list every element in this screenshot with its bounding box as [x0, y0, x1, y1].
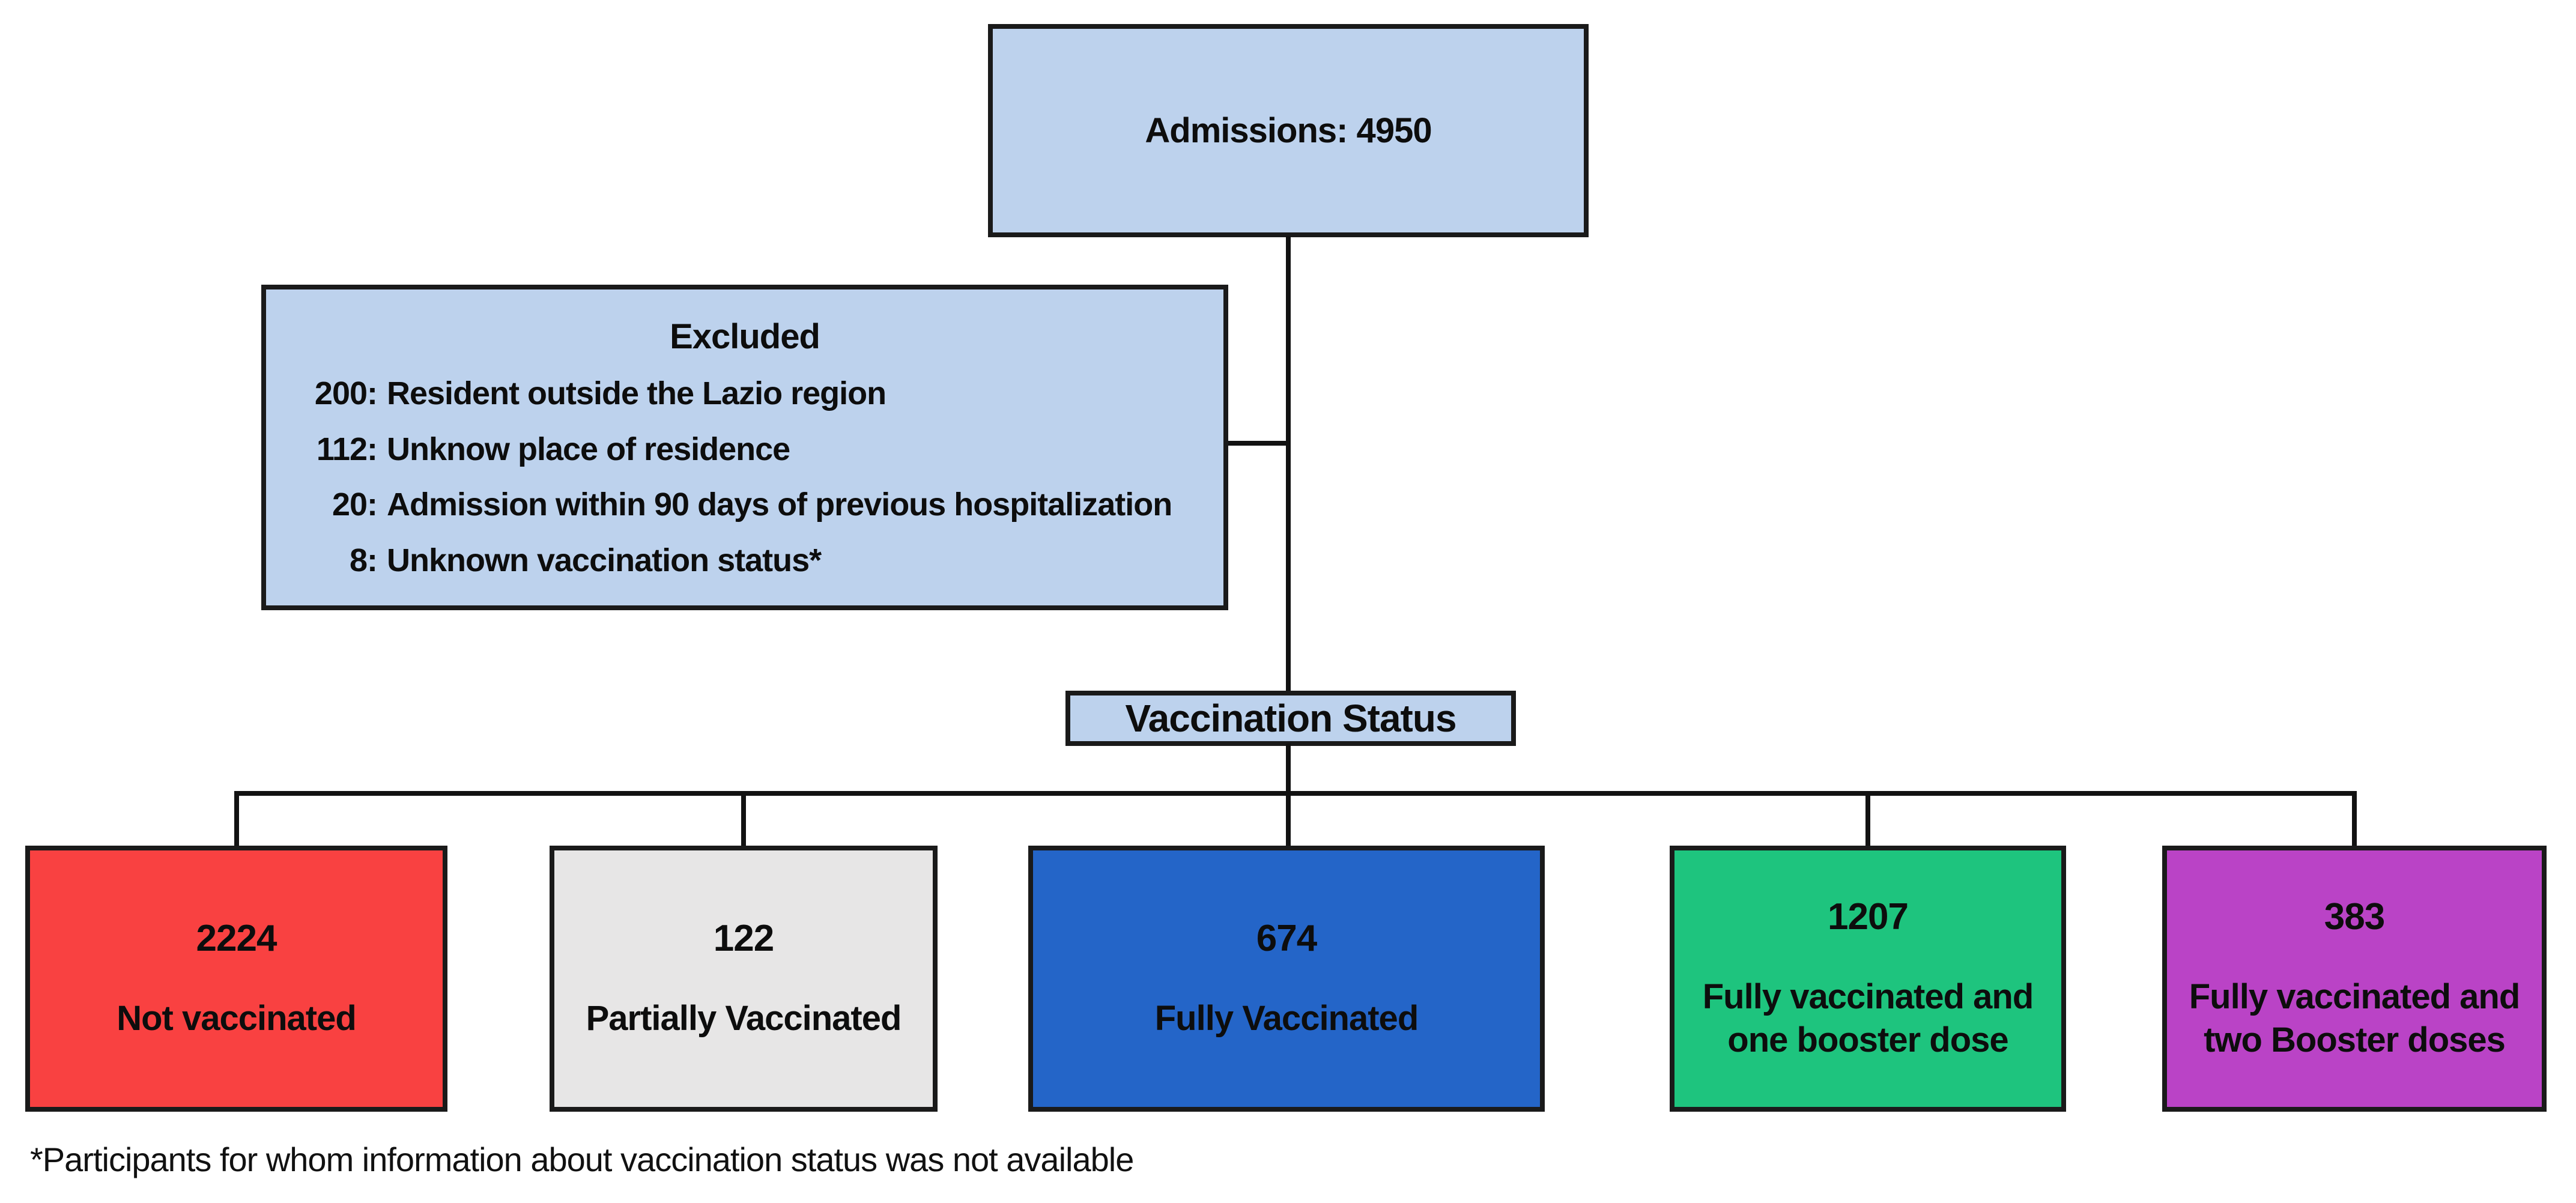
footnote: *Participants for whom information about… [30, 1141, 1134, 1178]
connector-drop-fully-vaccinated [1286, 791, 1291, 849]
outcome-count: 1207 [1828, 895, 1909, 938]
excluded-item-label: Resident outside the Lazio region [387, 375, 886, 411]
vaccination-status-box: Vaccination Status [1065, 691, 1516, 746]
outcome-label: Partially Vaccinated [586, 998, 902, 1038]
outcome-box-one-booster: 1207 Fully vaccinated and one booster do… [1670, 846, 2066, 1112]
connector-drop-partially-vaccinated [741, 791, 746, 849]
outcome-count: 674 [1256, 917, 1317, 959]
outcome-count: 122 [713, 917, 774, 959]
connector-excluded-elbow [1228, 441, 1288, 446]
outcome-count: 2224 [196, 917, 277, 959]
outcome-label: Fully Vaccinated [1154, 998, 1419, 1038]
excluded-item-outside-region: 200: Resident outside the Lazio region [272, 375, 1217, 412]
outcome-label: Not vaccinated [117, 998, 357, 1038]
outcome-count: 383 [2324, 895, 2385, 938]
connector-trunk-mid [1286, 744, 1291, 795]
outcome-box-not-vaccinated: 2224 Not vaccinated [25, 846, 447, 1112]
outcome-box-fully-vaccinated: 674 Fully Vaccinated [1028, 846, 1545, 1112]
vaccination-status-label: Vaccination Status [1125, 697, 1456, 740]
excluded-item-count: 112: [316, 431, 378, 467]
excluded-item-label: Admission within 90 days of previous hos… [387, 486, 1172, 523]
connector-distribution-line [234, 791, 2357, 796]
excluded-item-label: Unknow place of residence [387, 431, 790, 467]
outcome-box-partially-vaccinated: 122 Partially Vaccinated [550, 846, 938, 1112]
excluded-item-unknown-vaccination: 8: Unknown vaccination status* [272, 542, 1217, 579]
connector-drop-not-vaccinated [234, 791, 239, 849]
excluded-box: Excluded 200: Resident outside the Lazio… [261, 285, 1228, 610]
excluded-item-unknown-residence: 112: Unknow place of residence [272, 431, 1217, 468]
excluded-item-count: 8: [349, 542, 378, 578]
excluded-item-label: Unknown vaccination status* [387, 542, 822, 578]
outcome-label: Fully vaccinated and two Booster doses [2189, 977, 2521, 1060]
excluded-item-count: 20: [332, 486, 378, 523]
outcome-box-two-boosters: 383 Fully vaccinated and two Booster dos… [2162, 846, 2547, 1112]
excluded-item-count: 200: [314, 375, 378, 411]
excluded-item-readmission: 20: Admission within 90 days of previous… [272, 486, 1217, 523]
outcome-label: Fully vaccinated and one booster dose [1702, 977, 2034, 1060]
connector-trunk-top [1286, 236, 1291, 694]
admissions-box: Admissions: 4950 [988, 24, 1589, 237]
connector-drop-one-booster [1865, 791, 1870, 849]
connector-drop-two-boosters [2352, 791, 2357, 849]
admissions-label: Admissions: 4950 [1145, 111, 1432, 150]
excluded-title: Excluded [670, 317, 820, 356]
